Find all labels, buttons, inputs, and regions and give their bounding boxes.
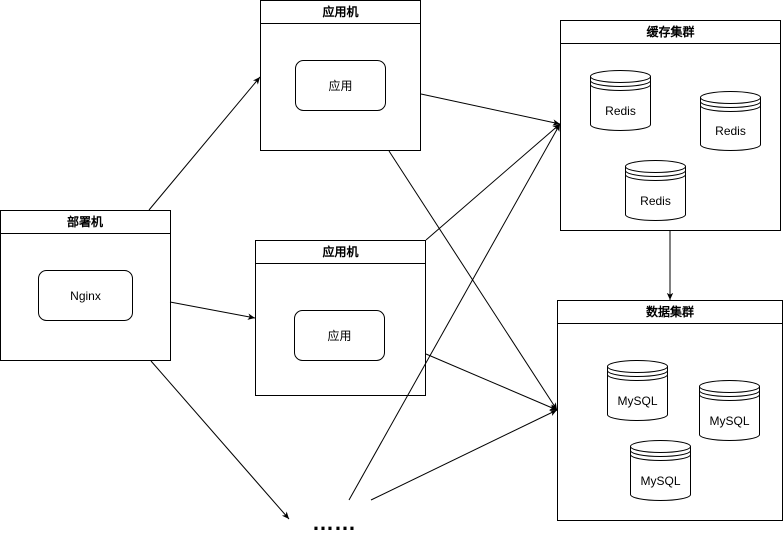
app-machine-1-title: 应用机: [322, 4, 358, 19]
app-2-box: [294, 310, 385, 361]
mysql-label-3: MySQL: [640, 474, 680, 488]
app-1-label: 应用: [328, 78, 352, 93]
redis-node-3: Redis: [625, 160, 686, 221]
database-cylinder-icon: [625, 160, 686, 221]
mysql-node-1: MySQL: [607, 360, 668, 421]
arrow-ellipsis-to-cache: [348, 123, 561, 501]
arrow-deploy-to-app2: [169, 301, 256, 320]
mysql-label-2: MySQL: [709, 414, 749, 428]
cache-cluster-title: 缓存集群: [646, 24, 694, 39]
app-machine-1-container: 应用机 应用: [260, 0, 421, 151]
arrow-deploy-to-ellipsis: [150, 360, 290, 520]
arrow-app2-to-data: [425, 353, 558, 411]
mysql-label-1: MySQL: [617, 394, 657, 408]
arrow-ellipsis-to-data: [370, 409, 558, 501]
app-1-box: [295, 60, 386, 111]
cylinder-rim: [590, 76, 651, 91]
nginx-box: [38, 270, 133, 321]
redis-node-1: Redis: [590, 70, 651, 131]
ellipsis-node: ……: [312, 510, 356, 535]
connectors: [148, 76, 674, 520]
ellipsis-label: ……: [312, 510, 356, 535]
database-cylinder-icon: [590, 70, 651, 131]
database-cylinder-icon: [700, 91, 761, 151]
data-cluster-title: 数据集群: [646, 304, 694, 319]
app-2-label: 应用: [327, 328, 351, 343]
mysql-node-3: MySQL: [630, 440, 691, 501]
cylinder-rim: [607, 366, 668, 381]
redis-node-2: Redis: [700, 91, 761, 151]
mysql-node-2: MySQL: [699, 380, 760, 441]
arrow-app1-to-data: [388, 150, 558, 411]
cylinder-rim: [630, 446, 691, 461]
redis-label-3: Redis: [640, 194, 671, 208]
cylinder-rim: [700, 97, 761, 112]
redis-label-2: Redis: [715, 124, 746, 138]
cylinder-rim: [625, 166, 686, 181]
arrow-deploy-to-app1: [148, 76, 261, 211]
nginx-label: Nginx: [70, 289, 101, 303]
app-machine-2-title: 应用机: [322, 244, 358, 259]
cylinder-rim: [699, 386, 760, 401]
app-machine-2-container: 应用机 应用: [255, 240, 426, 396]
database-cylinder-icon: [699, 380, 760, 441]
arrow-app1-to-cache: [420, 93, 561, 126]
cache-cluster-container: 缓存集群 Redis Redis Redis: [560, 20, 781, 231]
data-cluster-container: 数据集群 MySQL MySQL MySQL: [557, 300, 783, 521]
database-cylinder-icon: [607, 360, 668, 421]
database-cylinder-icon: [630, 440, 691, 501]
redis-label-1: Redis: [605, 104, 636, 118]
deploy-machine-title: 部署机: [67, 214, 103, 229]
deploy-machine-container: 部署机 Nginx: [0, 210, 171, 361]
arrow-app2-to-cache: [425, 123, 561, 241]
